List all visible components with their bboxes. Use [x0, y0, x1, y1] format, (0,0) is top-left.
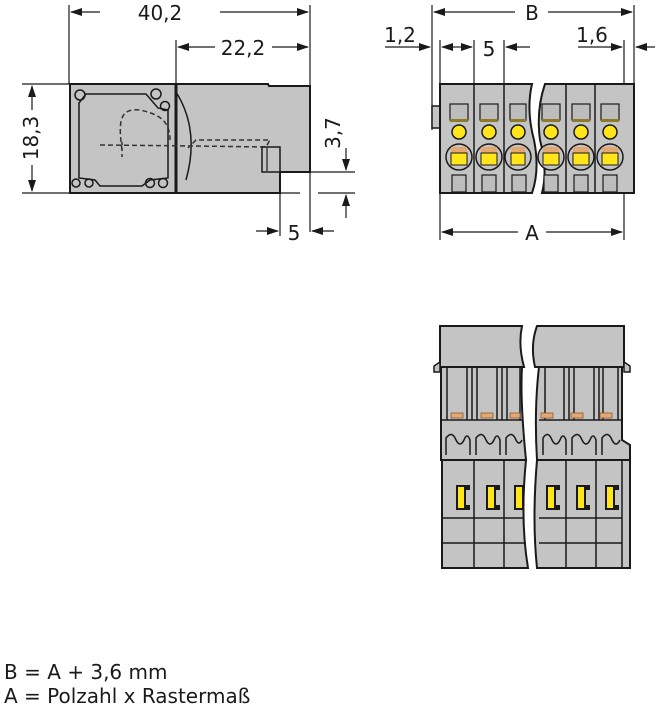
pole-5	[567, 103, 595, 193]
pole-2	[475, 103, 503, 193]
dim-total-length: 40,2	[138, 1, 183, 25]
dim-offset-height: 3,7	[321, 117, 345, 149]
dim-offset-width: 5	[288, 221, 301, 245]
front-view: B 1,2 5 1,6 A	[384, 1, 655, 245]
pole-3	[504, 103, 532, 193]
dim-height: 18,3	[19, 116, 43, 161]
formula-b: B = A + 3,6 mm	[4, 660, 168, 684]
pole-6	[596, 103, 624, 193]
formula-a: A = Polzahl x Rastermaß	[4, 684, 251, 708]
yellow-release-slots	[456, 485, 619, 510]
pole-4	[537, 103, 565, 193]
mated-view	[433, 325, 631, 569]
dim-right-margin: 1,6	[576, 23, 608, 47]
dim-b: B	[525, 1, 539, 25]
pole-1	[445, 103, 473, 193]
dim-pitch: 5	[483, 37, 496, 61]
dim-left-margin: 1,2	[384, 23, 416, 47]
side-view: 40,2 22,2 18,3 3,7 5	[19, 1, 355, 245]
dim-a: A	[525, 221, 539, 245]
dim-partial-length: 22,2	[221, 36, 266, 60]
